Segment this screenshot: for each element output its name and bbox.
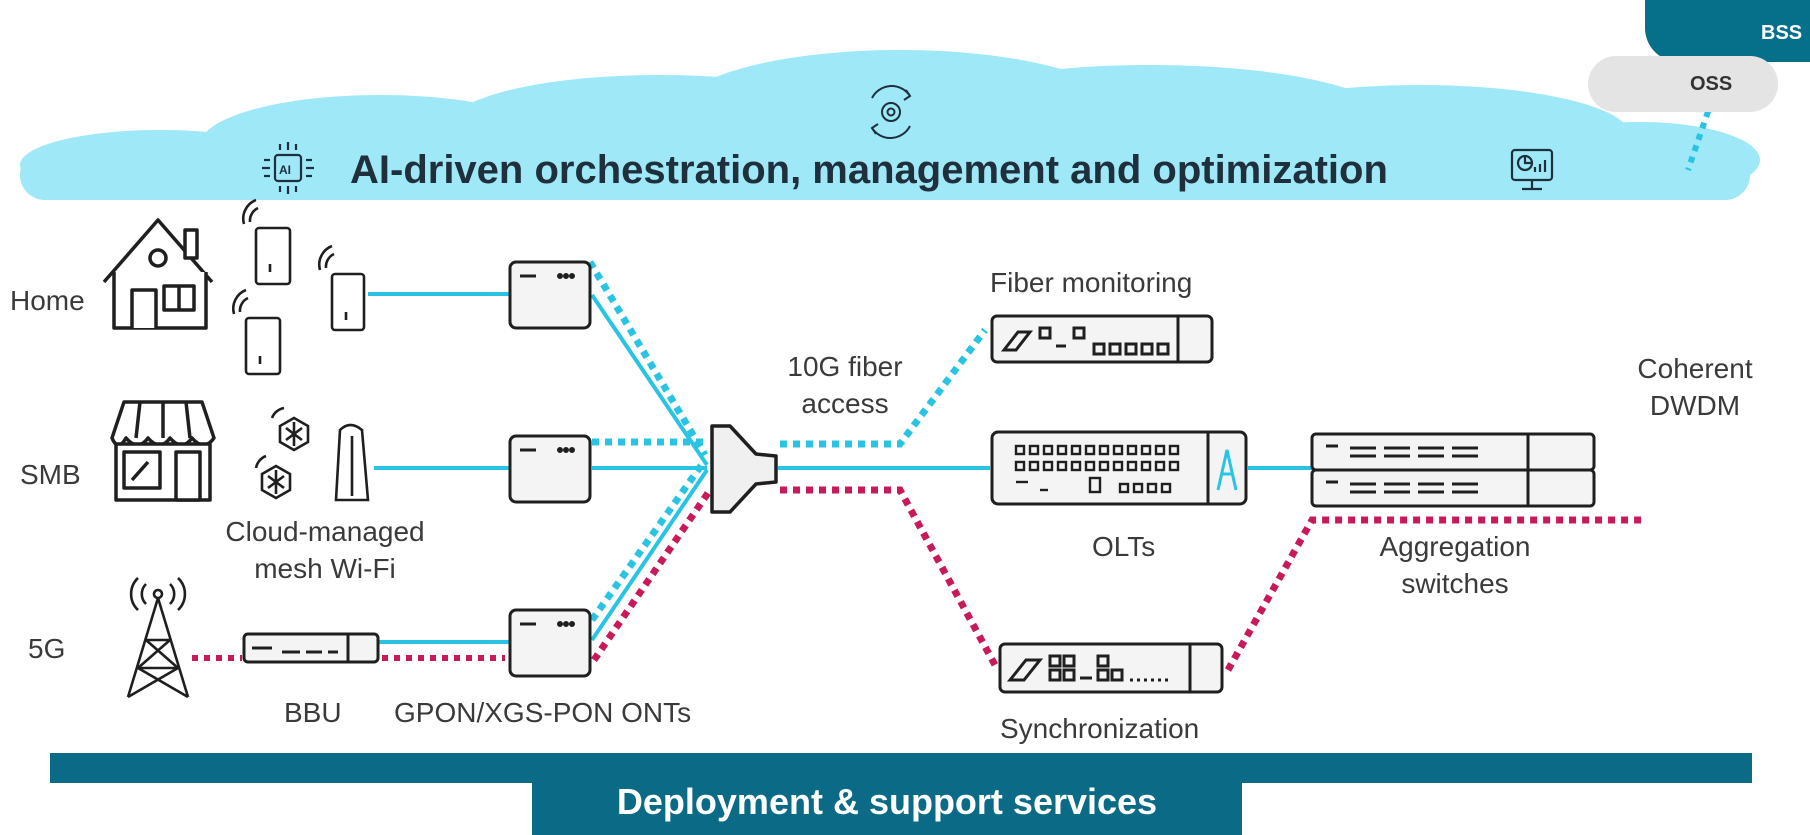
deployment-services-label: Deployment & support services [616, 781, 1158, 822]
wifi-access-point-icon [232, 198, 366, 376]
svg-text:AI: AI [279, 163, 291, 177]
mesh-label-line1: Cloud-managed [225, 516, 425, 547]
bss-label: BSS [1761, 22, 1803, 44]
ai-chip-icon: AI [262, 142, 314, 194]
fiber-monitoring-icon [990, 314, 1214, 364]
fiber-monitoring-label: Fiber monitoring [990, 267, 1193, 298]
smb-label: SMB [20, 459, 81, 490]
coherent-label-line2: DWDM [1649, 390, 1741, 421]
house-icon [102, 218, 214, 330]
mesh-node-icon [254, 406, 370, 502]
onts-label: GPON/XGS-PON ONTs [394, 697, 692, 728]
cell-tower-icon [126, 577, 190, 699]
gear-cycle-icon [870, 85, 912, 139]
deployment-services-button[interactable]: Deployment & support services [532, 767, 1242, 835]
synchronization-label: Synchronization [1000, 713, 1200, 744]
bss-tab[interactable]: BSS [1645, 0, 1810, 62]
dashboard-monitor-icon [1510, 148, 1554, 191]
olt-icon [990, 430, 1248, 506]
cloud-title: AI-driven orchestration, management and … [350, 148, 1388, 192]
splitter-icon [710, 424, 778, 514]
home-label: Home [10, 285, 85, 316]
aggregation-label-line1: Aggregation [1379, 531, 1531, 562]
five-g-label: 5G [28, 633, 66, 664]
mesh-label-line2: mesh Wi-Fi [254, 553, 396, 584]
coherent-label-line1: Coherent [1637, 353, 1753, 384]
switch-icon [1310, 432, 1596, 508]
synchronization-icon [998, 642, 1224, 694]
fiber-access-label-line2: access [801, 388, 889, 419]
aggregation-label-line2: switches [1401, 568, 1509, 599]
oss-label: OSS [1690, 73, 1733, 95]
olts-label: OLTs [1092, 531, 1156, 562]
access-links [192, 260, 1752, 672]
orchestration-cloud [20, 50, 1760, 200]
storefront-icon [110, 400, 216, 502]
ont-icon [508, 260, 592, 678]
fiber-access-label-line1: 10G fiber [787, 351, 903, 382]
oss-tab[interactable]: OSS [1588, 56, 1778, 112]
bbu-icon [242, 632, 380, 664]
bbu-label: BBU [284, 697, 342, 728]
